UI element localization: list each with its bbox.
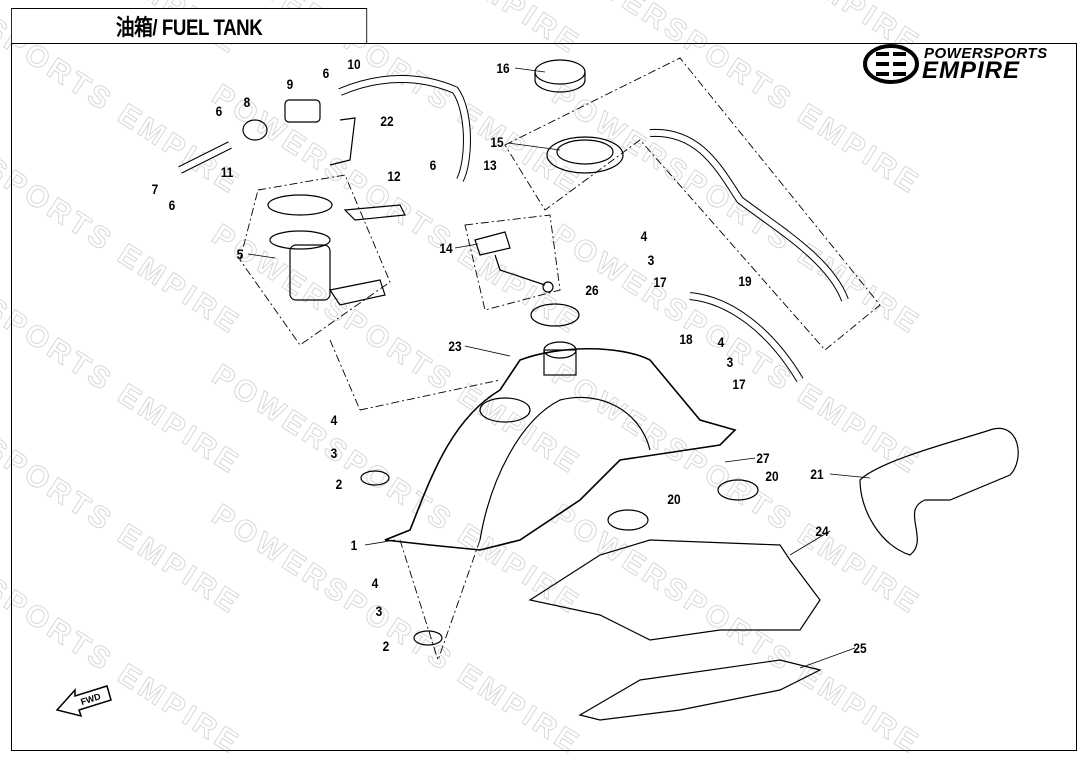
clamp — [242, 119, 268, 141]
page-title: 油箱/ FUEL TANK — [11, 8, 368, 44]
callout-label: 3 — [647, 252, 655, 268]
callout-label: 13 — [483, 157, 497, 173]
callout-label: 26 — [585, 282, 599, 298]
callout-label: 16 — [496, 60, 510, 76]
callout-label: 6 — [215, 103, 223, 119]
cover-25 — [578, 659, 822, 721]
callout-label: 7 — [151, 181, 159, 197]
callout-label: 4 — [717, 334, 725, 350]
callout-label: 12 — [387, 168, 401, 184]
callout-label: 20 — [667, 491, 681, 507]
callout-label: 19 — [738, 273, 752, 289]
forward-arrow-icon: FWD — [55, 685, 112, 718]
callout-label: 23 — [448, 338, 462, 354]
callout-label: 20 — [765, 468, 779, 484]
callout-label: 21 — [810, 466, 824, 482]
diagram-frame — [11, 43, 1077, 751]
fuel-tank — [384, 347, 737, 551]
callout-label: 15 — [490, 134, 504, 150]
callout-label: 17 — [653, 274, 667, 290]
callout-label: 6 — [322, 65, 330, 81]
callout-label: 24 — [815, 523, 829, 539]
callout-label: 4 — [330, 412, 338, 428]
callout-label: 3 — [726, 354, 734, 370]
cover-24 — [528, 539, 821, 641]
callout-label: 18 — [679, 331, 693, 347]
callout-label: 3 — [375, 603, 383, 619]
callout-label: 14 — [439, 240, 453, 256]
logo-line1: POWERSPORTS — [924, 45, 1048, 62]
assembly-outlines — [239, 57, 881, 661]
bracket — [329, 117, 356, 166]
callout-label: 27 — [756, 450, 770, 466]
callout-label: 2 — [382, 638, 390, 654]
brand-logo: POWERSPORTS EMPIRE — [862, 40, 1057, 84]
callout-label: 8 — [243, 94, 251, 110]
connector — [343, 204, 406, 221]
fuel-filter — [284, 99, 321, 123]
leader-lines — [247, 67, 871, 669]
callout-label: 11 — [220, 164, 234, 180]
logo-line2: EMPIRE — [922, 57, 1021, 84]
callout-label: 9 — [286, 76, 294, 92]
callout-label: 6 — [429, 157, 437, 173]
callout-label: 1 — [350, 537, 358, 553]
empire-emblem-icon — [863, 44, 919, 84]
callout-label: 5 — [236, 246, 244, 262]
callout-label: 4 — [640, 228, 648, 244]
callout-label: 22 — [380, 113, 394, 129]
callout-label: 25 — [853, 640, 867, 656]
callout-label: 3 — [330, 445, 338, 461]
callout-label: 6 — [168, 197, 176, 213]
callout-label: 4 — [371, 575, 379, 591]
callout-label: 2 — [335, 476, 343, 492]
callout-label: 10 — [347, 56, 361, 72]
callout-label: 17 — [732, 376, 746, 392]
